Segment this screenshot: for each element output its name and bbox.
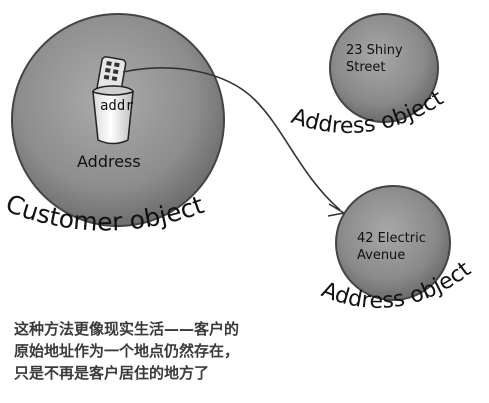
address-object-bottom-circle	[335, 185, 451, 301]
address-object-top-circle	[329, 13, 439, 123]
cup-label: addr	[100, 98, 134, 114]
arrow-head-icon	[327, 203, 345, 217]
address-field-label: Address	[77, 152, 141, 171]
reference-arrow	[122, 67, 341, 211]
address-top-text: 23 Shiny Street	[346, 42, 403, 76]
address-bottom-text: 42 Electric Avenue	[357, 230, 426, 264]
variable-cup-icon	[92, 85, 134, 145]
explanation-note: 这种方法更像现实生活——客户的 原始地址作为一个地点仍然存在， 只是不再是客户居…	[14, 318, 239, 384]
note-line2: 原始地址作为一个地点仍然存在，	[14, 342, 240, 360]
note-line1: 这种方法更像现实生活——客户的	[14, 320, 240, 338]
address-top-line1: 23 Shiny	[346, 43, 403, 58]
address-top-line2: Street	[346, 60, 386, 75]
address-bottom-line1: 42 Electric	[357, 231, 426, 246]
address-bottom-line2: Avenue	[357, 248, 406, 263]
note-line3: 只是不再是客户居住的地方了	[14, 364, 210, 382]
